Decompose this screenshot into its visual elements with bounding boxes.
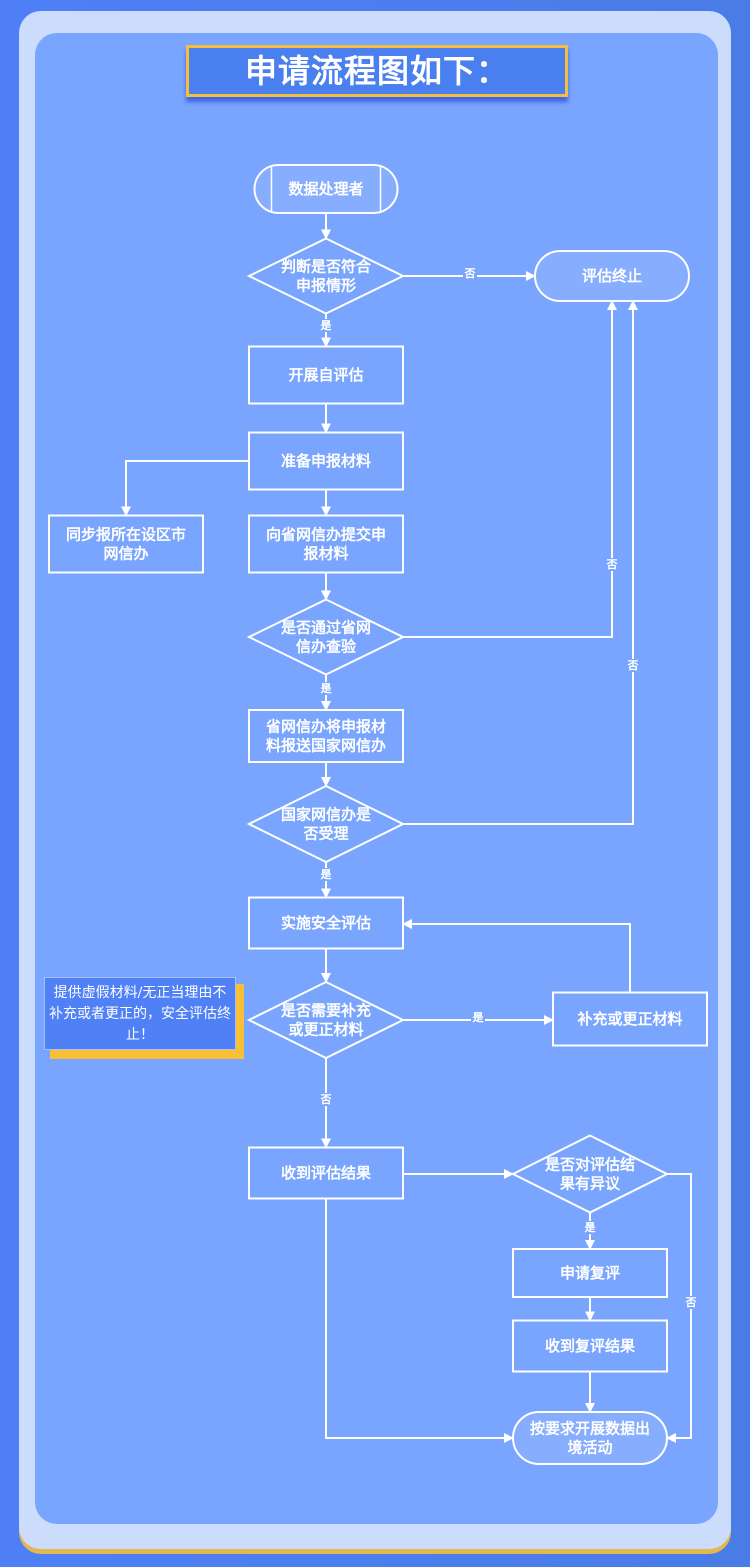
node-assessment-end: 评估终止 <box>534 250 690 302</box>
node-label: 是否需要补充 <box>280 1002 371 1020</box>
edge-label-no: 否 <box>685 1296 697 1309</box>
node-label: 或更正材料 <box>288 1021 363 1039</box>
label-bg <box>319 1093 333 1106</box>
node-label: 同步报所在设区市 <box>66 526 186 544</box>
arrow-result-to-carry-out <box>325 1198 514 1443</box>
node-receive-result: 收到评估结果 <box>248 1146 404 1200</box>
label-bg <box>684 1296 698 1309</box>
node-label: 果有异议 <box>559 1175 621 1193</box>
node-label: 准备申报材料 <box>281 452 371 470</box>
node-label: 网信办 <box>103 545 148 563</box>
decision-diamond <box>246 598 406 676</box>
node-label: 报材料 <box>303 545 348 563</box>
label-bg <box>583 1221 597 1234</box>
process-box <box>248 431 404 491</box>
label-bg <box>319 682 333 695</box>
edge-label-no: 否 <box>606 558 618 571</box>
process-box <box>248 709 404 763</box>
node-apply-review: 申请复评 <box>512 1248 668 1298</box>
edge-label-yes: 是 <box>320 319 333 332</box>
node-label: 按要求开展数据出 <box>530 1420 650 1438</box>
process-box <box>512 1248 668 1298</box>
node-self-assessment: 开展自评估 <box>248 345 404 405</box>
edge-label-yes: 是 <box>472 1011 485 1024</box>
page-title: 申请流程图如下： <box>186 45 568 97</box>
edge-label-no: 否 <box>320 1093 332 1106</box>
label-bg <box>463 267 477 280</box>
node-label: 收到复评结果 <box>545 1337 636 1355</box>
node-label: 开展自评估 <box>288 366 363 384</box>
arrow-provincial-no-to-end <box>403 300 617 638</box>
process-box <box>552 991 708 1047</box>
termination-note: 提供虚假材料/无正当理由不补充或者更正的，安全评估终止！ <box>44 977 236 1050</box>
label-bg <box>626 659 640 672</box>
edge-label-yes: 是 <box>584 1221 597 1234</box>
decision-diamond <box>246 237 406 315</box>
node-label: 申请复评 <box>560 1264 620 1282</box>
node-label: 补充或更正材料 <box>576 1010 682 1028</box>
node-label: 信办查验 <box>296 638 357 656</box>
node-security-assessment: 实施安全评估 <box>248 896 404 950</box>
node-label: 国家网信办是 <box>281 806 372 824</box>
arrow-supplement-back <box>402 919 631 993</box>
process-box <box>512 1319 668 1373</box>
label-bg <box>319 319 333 332</box>
node-label: 判断是否符合 <box>281 258 372 276</box>
node-receive-review: 收到复评结果 <box>512 1319 668 1373</box>
node-label: 是否对评估结 <box>544 1156 635 1174</box>
label-bg <box>471 1011 485 1024</box>
edge-label-yes: 是 <box>320 868 333 881</box>
decision-diamond <box>510 1134 670 1214</box>
node-data-handler: 数据处理者 <box>253 164 399 214</box>
process-box <box>248 345 404 405</box>
decision-diamond <box>246 980 406 1060</box>
label-bg <box>319 868 333 881</box>
node-label: 收到评估结果 <box>281 1164 372 1182</box>
edge-label-no: 否 <box>627 659 639 672</box>
terminal-shape <box>512 1411 668 1465</box>
process-box <box>48 514 204 574</box>
process-box <box>248 896 404 950</box>
edge-label-yes: 是 <box>320 682 333 695</box>
content-panel <box>35 33 718 1524</box>
node-label: 料报送国家网信办 <box>266 737 386 755</box>
node-label: 数据处理者 <box>288 180 363 198</box>
node-label: 评估终止 <box>582 267 642 285</box>
node-label: 向省网信办提交申 <box>266 526 386 544</box>
edge-label-no: 否 <box>464 267 476 280</box>
node-label: 省网信办将申报材 <box>265 718 386 736</box>
node-label: 否受理 <box>302 825 348 843</box>
decision-diamond <box>246 784 406 864</box>
node-supplement-materials: 补充或更正材料 <box>552 991 708 1047</box>
label-bg <box>605 558 619 571</box>
arrow-to-sync-city <box>121 460 249 517</box>
arrow-national-no-to-end <box>403 300 638 825</box>
terminal-shape <box>253 164 399 214</box>
terminal-shape <box>534 250 690 302</box>
node-label: 境活动 <box>567 1439 612 1457</box>
node-prepare-materials: 准备申报材料 <box>248 431 404 491</box>
process-box <box>248 514 404 574</box>
node-label: 是否通过省网 <box>280 619 371 637</box>
process-box <box>248 1146 404 1200</box>
node-label: 申报情形 <box>296 277 356 295</box>
node-label: 实施安全评估 <box>281 914 371 932</box>
